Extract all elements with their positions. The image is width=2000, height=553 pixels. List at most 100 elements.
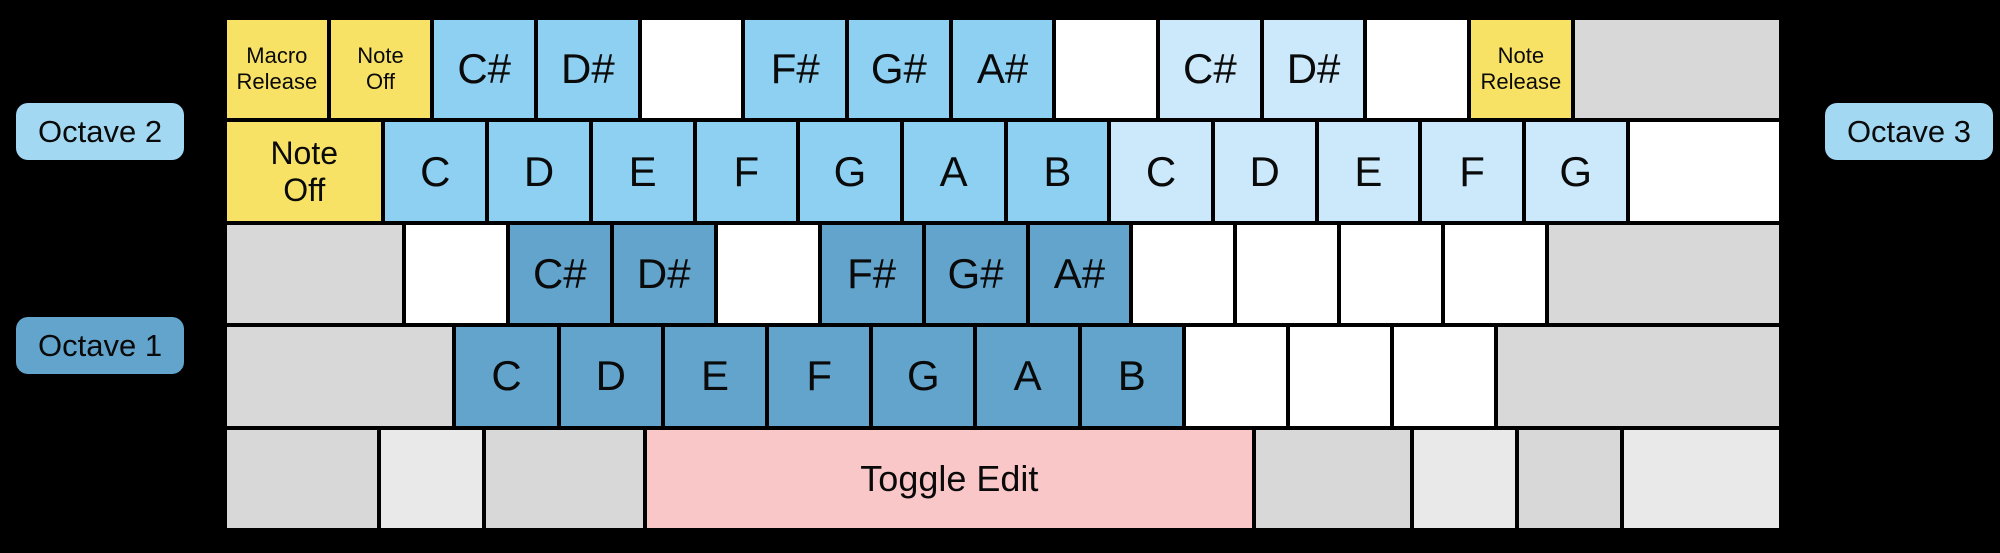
key-note-f-oct3: F <box>1420 120 1524 223</box>
key-note-asharp-oct1-label: A# <box>1053 250 1106 298</box>
key-blank-white <box>403 222 508 326</box>
key-note-asharp-oct1: A# <box>1027 222 1132 326</box>
key-note-e-oct2-label: E <box>628 147 657 195</box>
key-note-c-oct1-label: C <box>491 352 522 400</box>
key-note-e-oct2: E <box>590 120 695 223</box>
key-note-b-oct2-label: B <box>1043 147 1072 195</box>
key-note-asharp-oct2-label: A# <box>976 45 1029 93</box>
key-note-e-oct3: E <box>1316 120 1421 223</box>
key-blank-white <box>639 18 744 121</box>
key-note-d-oct2-label: D <box>523 147 555 195</box>
key-toggle-edit: Toggle Edit <box>645 427 1254 531</box>
key-note-dsharp-oct1: D# <box>611 222 716 326</box>
key-note-off-main: Note Off <box>225 120 384 223</box>
key-note-release-label: Note Release <box>1480 42 1562 95</box>
key-note-gsharp-oct1: G# <box>923 222 1028 326</box>
key-note-d-oct1-label: D <box>595 352 626 400</box>
key-note-g-oct3-label: G <box>1559 147 1593 195</box>
key-macro-release-label: Macro Release <box>236 42 318 95</box>
key-blank-white <box>1235 222 1340 326</box>
key-note-off-top: Note Off <box>328 18 433 121</box>
key-note-b-oct2: B <box>1005 120 1110 223</box>
key-note-e-oct1: E <box>662 325 768 428</box>
key-note-csharp-oct2-label: C# <box>457 45 512 93</box>
key-note-d-oct2: D <box>487 120 591 223</box>
key-note-a-oct2: A <box>901 120 1006 223</box>
key-note-fsharp-oct1-label: F# <box>847 250 897 298</box>
key-note-csharp-oct2: C# <box>432 18 537 121</box>
key-note-f-oct1: F <box>767 325 872 428</box>
key-note-gsharp-oct1-label: G# <box>947 250 1004 298</box>
key-note-csharp-oct3-label: C# <box>1183 45 1237 93</box>
key-blank-white <box>1365 18 1470 121</box>
key-note-csharp-oct1: C# <box>507 222 612 326</box>
key-note-g-oct1-label: G <box>907 352 940 400</box>
row-3-home-row: C# D# F# G# A# <box>225 222 1782 326</box>
key-blank-white <box>715 222 820 326</box>
key-note-dsharp-oct3: D# <box>1261 18 1366 121</box>
key-note-f-oct1-label: F <box>806 352 832 400</box>
key-note-c-oct2: C <box>383 120 488 223</box>
key-note-d-oct1: D <box>558 325 663 428</box>
key-blank-white <box>1183 325 1289 428</box>
key-note-b-oct1-label: B <box>1117 352 1146 400</box>
key-note-dsharp-oct2: D# <box>536 18 640 121</box>
key-macro-release: Macro Release <box>225 18 329 121</box>
key-blank-lightgray <box>1622 427 1782 531</box>
key-note-fsharp-oct1: F# <box>819 222 924 326</box>
key-note-e-oct3-label: E <box>1354 147 1383 195</box>
key-note-dsharp-oct2-label: D# <box>561 45 615 93</box>
key-note-a-oct2-label: A <box>939 147 968 195</box>
key-note-c-oct2-label: C <box>420 147 451 195</box>
key-blank-gray <box>1516 427 1623 531</box>
octave-2-badge: Octave 2 <box>16 103 185 160</box>
key-note-dsharp-oct1-label: D# <box>636 250 691 298</box>
key-note-dsharp-oct3-label: D# <box>1286 45 1341 93</box>
key-note-f-oct3-label: F <box>1459 147 1485 195</box>
key-note-off-main-label: Note Off <box>270 134 339 208</box>
key-note-b-oct1: B <box>1079 325 1184 428</box>
key-note-csharp-oct3: C# <box>1158 18 1262 121</box>
key-blank-gray <box>1547 222 1782 326</box>
key-note-e-oct1-label: E <box>700 352 729 400</box>
key-note-a-oct1-label: A <box>1013 352 1042 400</box>
key-note-f-oct2: F <box>694 120 799 223</box>
key-note-gsharp-oct2: G# <box>847 18 951 121</box>
key-blank-gray <box>225 222 404 326</box>
key-blank-gray <box>484 427 646 531</box>
key-blank-gray <box>225 427 379 531</box>
row-5-bottom-row: Toggle Edit <box>225 427 1782 531</box>
key-blank-white <box>1443 222 1548 326</box>
key-blank-white <box>1339 222 1444 326</box>
key-note-gsharp-oct2-label: G# <box>870 45 927 93</box>
key-note-c-oct1: C <box>454 325 559 428</box>
key-blank-gray <box>1253 427 1412 531</box>
key-note-d-oct3: D <box>1212 120 1317 223</box>
key-note-c-oct3: C <box>1109 120 1213 223</box>
key-blank-white <box>1131 222 1236 326</box>
octave-1-badge: Octave 1 <box>16 317 185 374</box>
key-note-asharp-oct2: A# <box>950 18 1055 121</box>
key-blank-white <box>1392 325 1497 428</box>
key-note-csharp-oct1-label: C# <box>532 250 587 298</box>
key-note-release: Note Release <box>1469 18 1573 121</box>
key-blank-gray <box>1572 18 1782 121</box>
key-note-fsharp-oct2-label: F# <box>770 45 820 93</box>
key-blank-gray <box>1496 325 1782 428</box>
key-note-c-oct3-label: C <box>1145 147 1177 195</box>
key-note-d-oct3-label: D <box>1249 147 1280 195</box>
key-note-g-oct2-label: G <box>833 147 867 195</box>
key-blank-gray <box>225 325 455 428</box>
key-note-off-top-label: Note Off <box>357 42 404 95</box>
key-note-a-oct1: A <box>975 325 1080 428</box>
key-blank-white <box>1288 325 1393 428</box>
row-1-number-row: Macro Release Note Off C# D# F# G# A# C# D# Note … <box>225 18 1782 121</box>
key-note-g-oct2: G <box>798 120 902 223</box>
key-toggle-edit-label: Toggle Edit <box>860 457 1039 499</box>
key-blank-lightgray <box>1411 427 1517 531</box>
key-blank-white <box>1627 120 1782 223</box>
key-blank-white <box>1054 18 1159 121</box>
